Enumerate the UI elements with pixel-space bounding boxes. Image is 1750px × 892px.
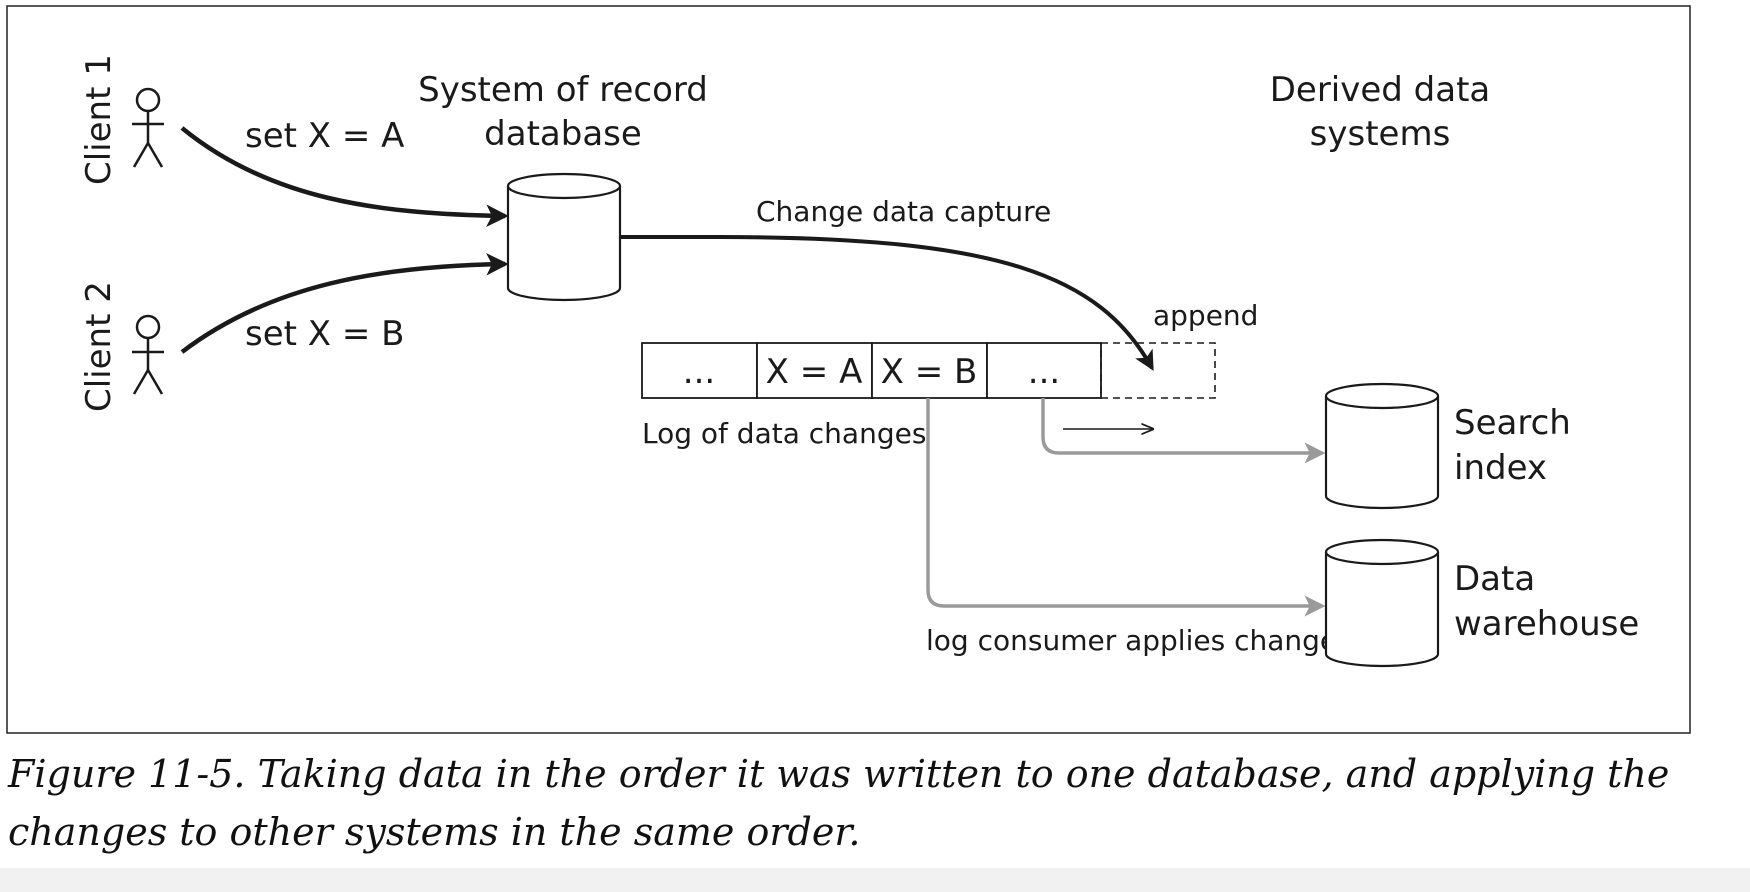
sor-title-line2: database [484,114,642,154]
consumer-label: log consumer applies changes [926,624,1352,657]
diagram-frame [6,5,1691,734]
search-index-line1: Search [1454,403,1571,443]
warehouse-consumer-arrow [926,398,1326,617]
client1-write-arrow [180,126,509,227]
derived-title-line2: systems [1310,114,1451,154]
log-cell [986,342,1102,399]
log-label: Log of data changes [642,417,926,450]
search-consumer-arrow [1041,398,1326,464]
warehouse-line2: warehouse [1454,604,1639,644]
append-label: append [1153,299,1258,332]
client2-label: Client 2 [79,281,119,412]
log-cell [871,342,988,399]
diagram-canvas: Client 1 Client 2 set X = A set X = B Sy… [6,5,1691,734]
client2-stick-figure-icon [132,314,164,395]
client2-write-arrow [180,253,509,354]
client1-stick-figure-icon [132,87,164,168]
search-index-line2: index [1454,448,1547,488]
warehouse-line1: Data [1454,559,1535,599]
search-index-database-icon [1324,382,1440,510]
log-strip: ... X = A X = B ... [641,342,1216,399]
log-cell-text: X = A [766,352,863,392]
write-a-label: set X = A [245,116,404,156]
log-cell-text: X = B [881,352,978,392]
client1-label: Client 1 [79,54,119,185]
write-b-label: set X = B [245,314,405,354]
log-cell-text: ... [1028,352,1060,392]
log-cell [641,342,758,399]
cdc-label: Change data capture [756,195,1051,228]
figure-caption: Figure 11-5. Taking data in the order it… [8,752,1670,854]
derived-title-line1: Derived data [1270,70,1491,110]
log-append-slot [1100,342,1216,399]
sor-database-icon [506,172,622,302]
warehouse-database-icon [1324,538,1440,668]
log-cell [756,342,873,399]
bottom-strip [0,868,1750,892]
log-cell-text: ... [683,352,715,392]
sor-title-line1: System of record [418,70,708,110]
cdc-arrow [620,235,1154,371]
